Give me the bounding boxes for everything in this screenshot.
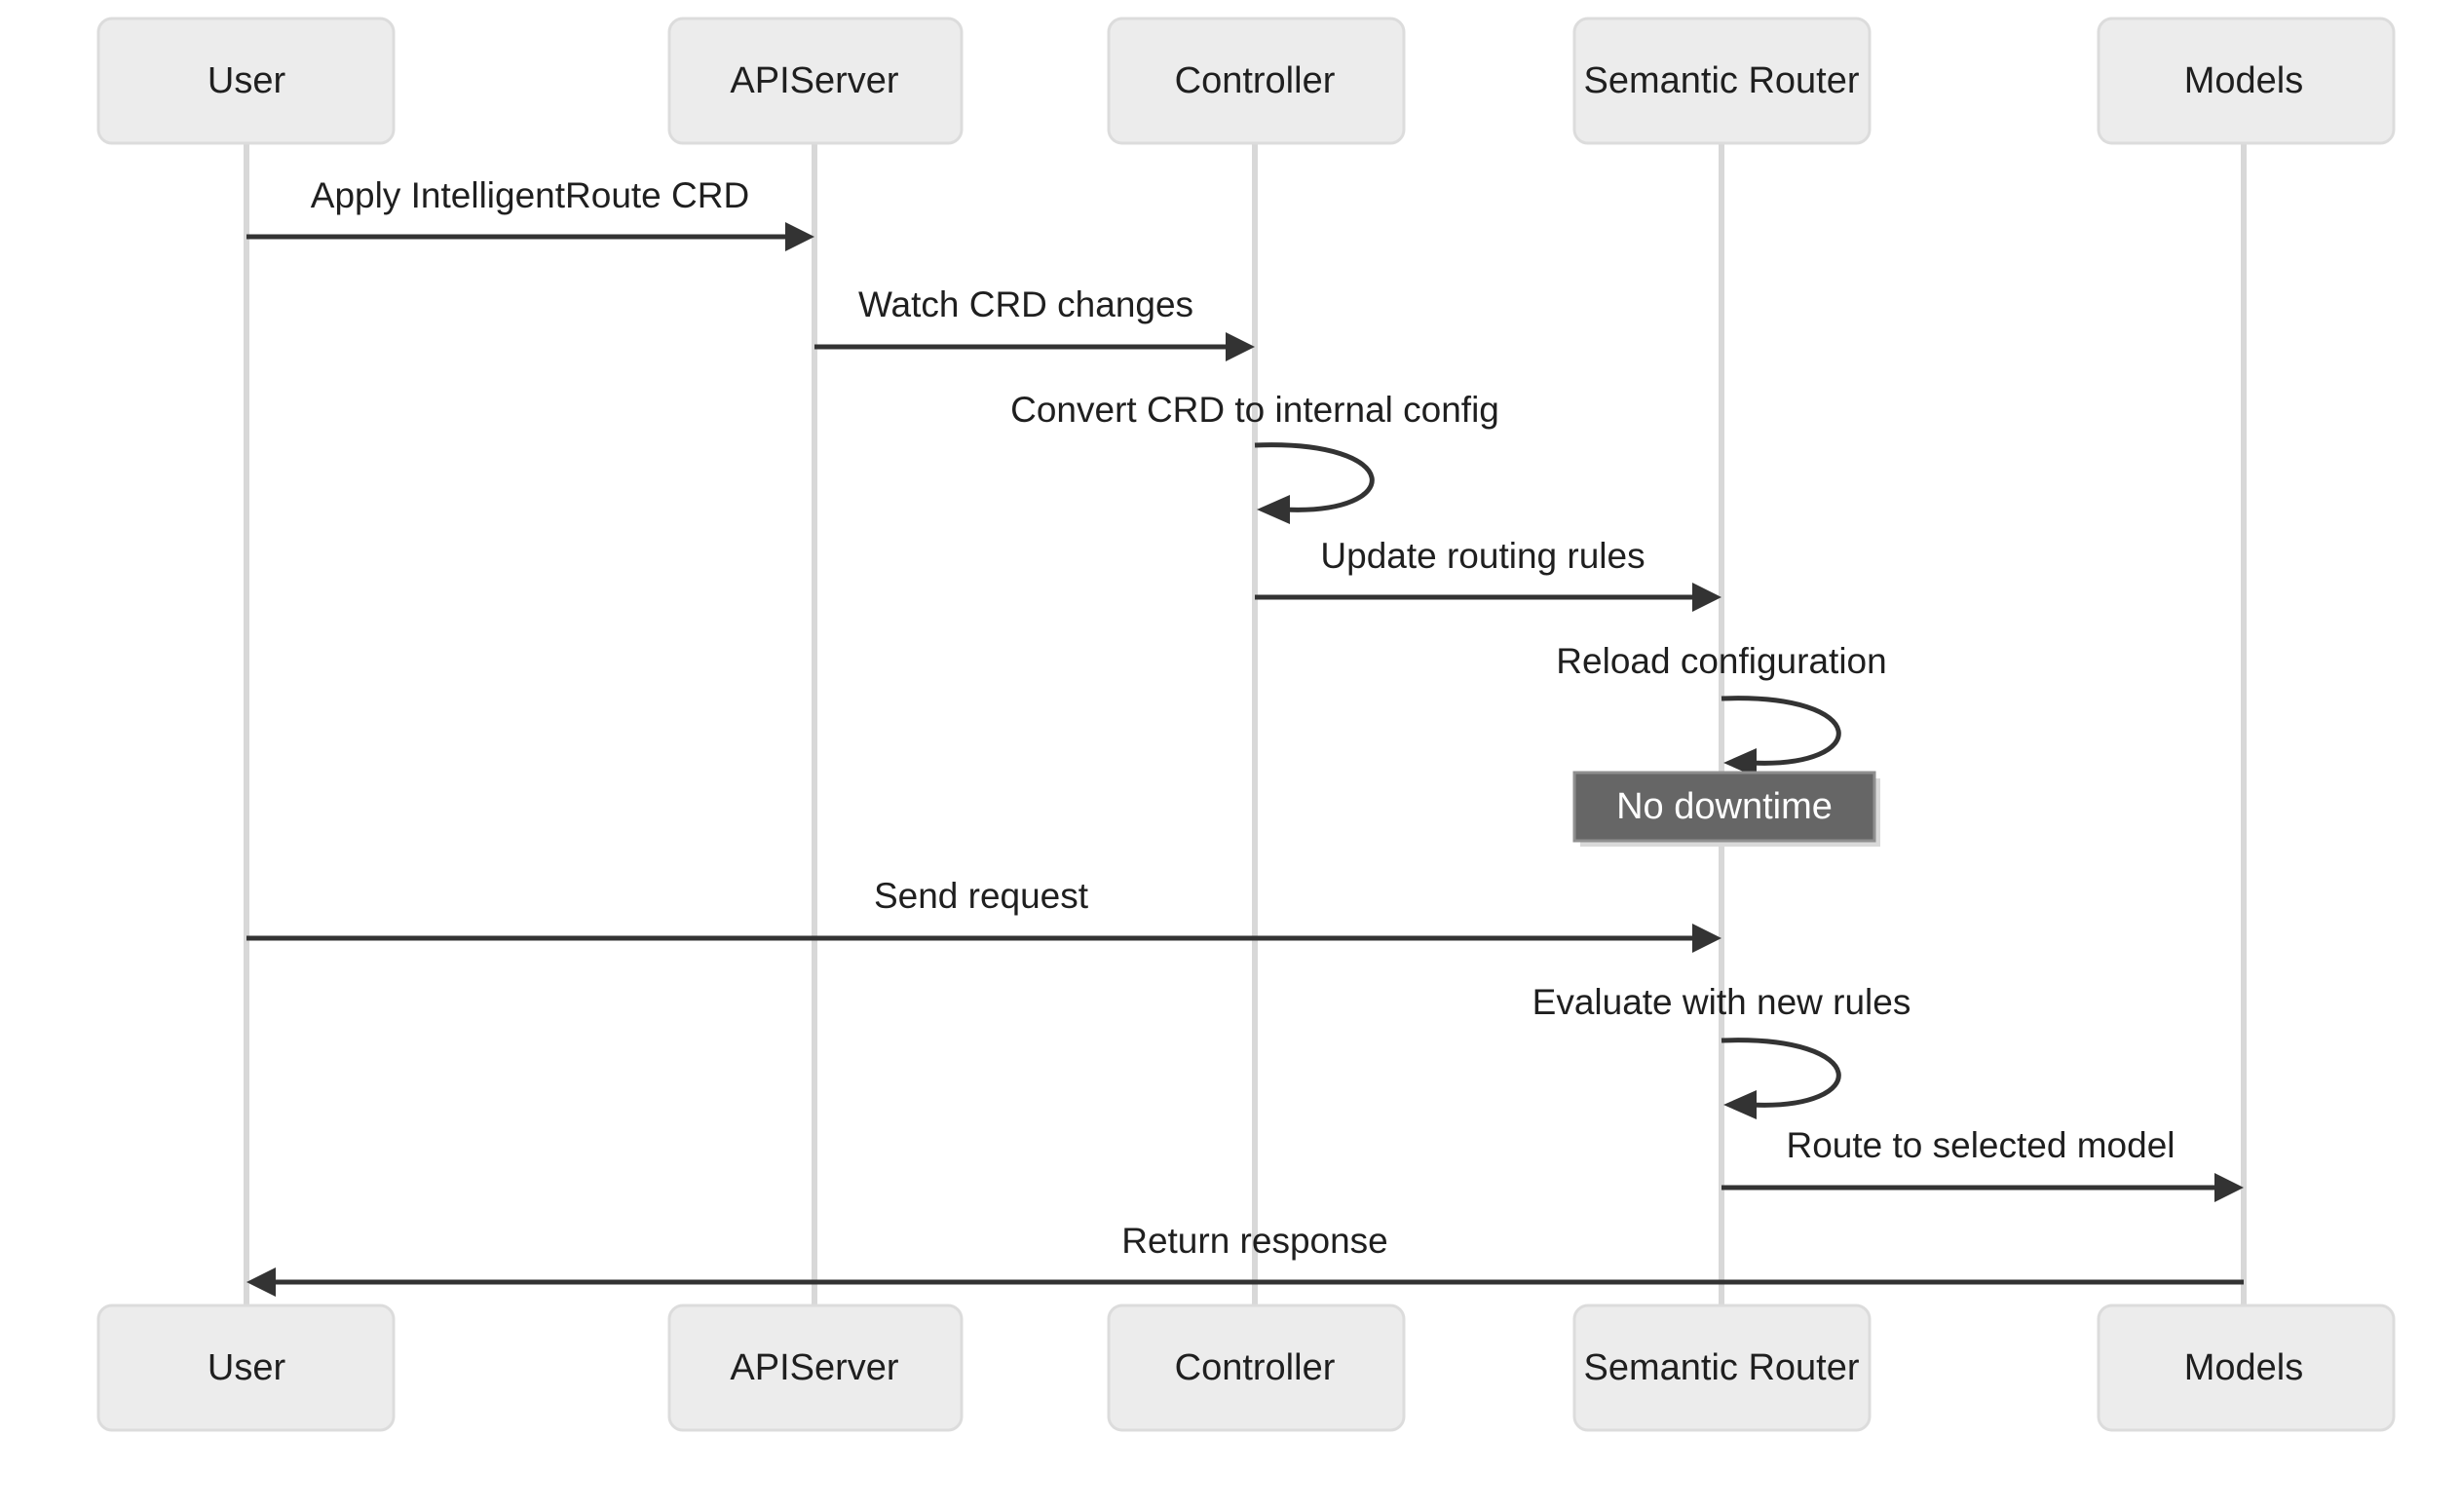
note-note-no-downtime: No downtime (1572, 771, 1880, 847)
participant-label-controller: Controller (1175, 1347, 1336, 1388)
participant-box-controller[interactable] (1107, 1304, 1406, 1432)
participant-label-models: Models (2184, 1347, 2304, 1388)
message-msg-update-rules (1255, 583, 1721, 612)
participant-label-apiserver: APIServer (730, 60, 899, 101)
participant-user-bottom[interactable]: User (96, 1304, 396, 1432)
participant-router-top[interactable]: Semantic Router (1572, 17, 1872, 145)
message-label-msg-send-request: Send request (874, 876, 1089, 916)
participant-apiserver-bottom[interactable]: APIServer (667, 1304, 964, 1432)
message-msg-reload-config (1721, 696, 1841, 777)
participant-label-apiserver: APIServer (730, 1347, 899, 1388)
notes-group: No downtime (1572, 771, 1880, 847)
message-labels-group: Apply IntelligentRoute CRD Watch CRD chan… (311, 175, 2175, 1261)
participant-models-bottom[interactable]: Models (2097, 1304, 2396, 1432)
arrowhead-msg-route-model (2214, 1173, 2244, 1202)
message-label-msg-watch-crd: Watch CRD changes (858, 284, 1193, 324)
participant-box-models[interactable] (2097, 17, 2396, 145)
participant-label-router: Semantic Router (1583, 1347, 1859, 1388)
arrowhead-msg-convert-crd (1257, 495, 1290, 524)
participant-models-top[interactable]: Models (2097, 17, 2396, 145)
arrowhead-msg-update-rules (1692, 583, 1721, 612)
participant-label-user: User (208, 1347, 286, 1388)
arrowhead-msg-apply-crd (785, 222, 814, 251)
message-label-msg-evaluate-rules: Evaluate with new rules (1532, 982, 1911, 1022)
note-label: No downtime (1616, 786, 1833, 827)
participant-box-router[interactable] (1572, 17, 1872, 145)
arrowhead-msg-return-response (246, 1267, 276, 1297)
participant-controller-top[interactable]: Controller (1107, 17, 1406, 145)
message-msg-route-model (1721, 1173, 2244, 1202)
participant-label-models: Models (2184, 60, 2304, 101)
message-msg-convert-crd (1254, 442, 1375, 524)
participants-bottom-group: User APIServer Controller Semantic Router Mo… (96, 1304, 2396, 1432)
message-label-msg-update-rules: Update routing rules (1320, 536, 1645, 576)
participant-box-router[interactable] (1572, 1304, 1872, 1432)
message-label-msg-return-response: Return response (1121, 1221, 1388, 1261)
participant-router-bottom[interactable]: Semantic Router (1572, 1304, 1872, 1432)
participant-label-user: User (208, 60, 286, 101)
messages-group (246, 222, 2244, 1297)
participant-box-apiserver[interactable] (667, 17, 964, 145)
participant-controller-bottom[interactable]: Controller (1107, 1304, 1406, 1432)
participant-label-controller: Controller (1175, 60, 1336, 101)
participants-top-group: User APIServer Controller Semantic Router Mo… (96, 17, 2396, 145)
arrowhead-msg-reload-config (1723, 748, 1757, 777)
arrowhead-msg-watch-crd (1226, 332, 1255, 361)
message-label-msg-reload-config: Reload configuration (1556, 641, 1886, 681)
participant-apiserver-top[interactable]: APIServer (667, 17, 964, 145)
message-msg-return-response (246, 1267, 2244, 1297)
message-msg-send-request (246, 924, 1721, 953)
participant-box-controller[interactable] (1107, 17, 1406, 145)
message-msg-evaluate-rules (1721, 1038, 1841, 1119)
participant-label-router: Semantic Router (1583, 60, 1859, 101)
participant-user-top[interactable]: User (96, 17, 396, 145)
self-loop-path-msg-convert-crd (1254, 442, 1375, 512)
participant-box-user[interactable] (96, 1304, 396, 1432)
self-loop-path-msg-evaluate-rules (1721, 1038, 1841, 1108)
message-label-msg-apply-crd: Apply IntelligentRoute CRD (311, 175, 749, 215)
arrowhead-msg-send-request (1692, 924, 1721, 953)
arrowhead-msg-evaluate-rules (1723, 1090, 1757, 1119)
message-label-msg-route-model: Route to selected model (1786, 1125, 2175, 1165)
lifelines-group (244, 143, 2247, 1305)
participant-box-apiserver[interactable] (667, 1304, 964, 1432)
self-loop-path-msg-reload-config (1721, 696, 1841, 766)
message-msg-apply-crd (246, 222, 814, 251)
message-msg-watch-crd (814, 332, 1255, 361)
participant-box-models[interactable] (2097, 1304, 2396, 1432)
message-label-msg-convert-crd: Convert CRD to internal config (1010, 390, 1499, 430)
participant-box-user[interactable] (96, 17, 396, 145)
note-box (1572, 771, 1876, 843)
